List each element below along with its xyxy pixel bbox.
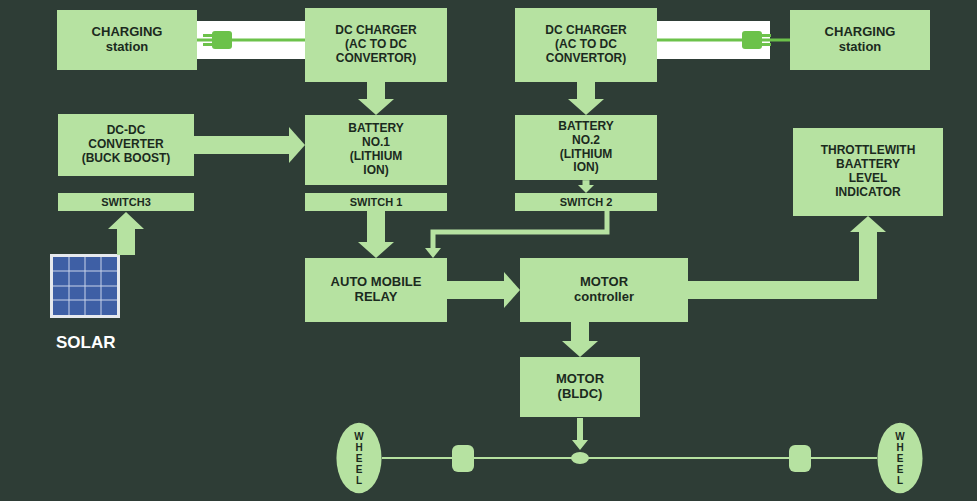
throttle-box: THROTTLEWITH BAATTERY LEVEL INDICATOR — [793, 128, 943, 216]
panel-grid — [53, 257, 117, 315]
connector-shaft — [447, 281, 505, 299]
drive-arrow — [572, 418, 588, 450]
flow-arrow — [568, 82, 604, 115]
flow-arrow — [688, 216, 886, 290]
box-label: THROTTLEWITH BAATTERY LEVEL INDICATOR — [818, 144, 918, 199]
wheel-label: WHEEL — [354, 431, 364, 486]
connector-shaft — [197, 39, 305, 42]
battery-box: BATTERY NO.1 (LITHIUM ION) — [305, 115, 447, 185]
connector-shaft — [657, 39, 790, 42]
wheel-ellipse: WHEEL — [877, 422, 923, 494]
box-label: DC CHARGER (AC TO DC CONVERTOR) — [536, 24, 636, 65]
arrow-head — [578, 185, 594, 193]
flow-arrow — [578, 180, 594, 193]
wheel-ellipse: WHEEL — [336, 422, 382, 494]
charger-box: DC CHARGER (AC TO DC CONVERTOR) — [305, 8, 447, 82]
flow-arrow — [562, 322, 598, 357]
box-label: MOTOR (BLDC) — [540, 372, 620, 402]
switch-box: SWITCH3 — [58, 193, 194, 211]
arrow-head — [562, 341, 598, 357]
box-label: DC-DC CONVERTER (BUCK BOOST) — [79, 124, 174, 165]
switch-box: SWITCH 2 — [515, 193, 657, 211]
box-label: BATTERY NO.1 (LITHIUM ION) — [336, 122, 416, 177]
wheel-label: WHEEL — [895, 431, 905, 486]
arrow-head — [568, 99, 604, 115]
arrow-head — [850, 216, 886, 232]
charger-box: DC CHARGER (AC TO DC CONVERTOR) — [515, 8, 657, 82]
arrow-head — [358, 242, 394, 258]
arrow-head — [289, 127, 305, 163]
connector-shaft — [688, 232, 868, 291]
box-label: BATTERY NO.2 (LITHIUM ION) — [546, 120, 626, 175]
part-label: SOLAR — [56, 333, 116, 353]
box-label: MOTOR controller — [559, 275, 649, 305]
connector-shaft — [367, 211, 385, 243]
flow-arrow — [194, 127, 305, 163]
connector-shaft — [583, 180, 590, 185]
connector-shaft — [194, 136, 290, 154]
flow-arrow — [447, 272, 520, 308]
flow-arrow — [358, 82, 394, 115]
arrow-head — [504, 272, 520, 308]
box-label: CHARGING station — [813, 25, 908, 55]
arrow-head — [358, 99, 394, 115]
plug-picture-ground — [197, 21, 305, 59]
connector-shaft — [367, 82, 385, 100]
connector-shaft — [571, 322, 589, 342]
flow-arrow — [358, 211, 394, 258]
charging-station-box: CHARGING station — [57, 10, 197, 70]
solar-panel — [50, 254, 120, 318]
controller-box: MOTOR controller — [520, 258, 688, 322]
wheel-shape — [336, 423, 381, 494]
plug-prong — [203, 43, 213, 46]
box-label: AUTO MOBILE RELAY — [321, 275, 431, 305]
box-label: SWITCH3 — [101, 196, 151, 209]
switch-box: SWITCH 1 — [305, 193, 447, 211]
power-cable — [197, 40, 305, 41]
converter-box: DC-DC CONVERTER (BUCK BOOST) — [58, 114, 194, 176]
axle-line — [382, 458, 877, 459]
plug-prong — [761, 43, 771, 46]
connector-shaft — [433, 211, 607, 249]
panel-frame — [50, 254, 120, 318]
box-label: SWITCH 2 — [560, 196, 613, 209]
charging-station-box: CHARGING station — [790, 10, 930, 70]
plug-prong — [761, 34, 771, 37]
relay-box: AUTO MOBILE RELAY — [305, 258, 447, 322]
box-label: SWITCH 1 — [350, 196, 403, 209]
flow-arrow — [425, 211, 607, 258]
arrow-head — [425, 248, 441, 258]
box-label: DC CHARGER (AC TO DC CONVERTOR) — [326, 24, 426, 65]
wheel-shape — [877, 423, 922, 494]
battery-box: BATTERY NO.2 (LITHIUM ION) — [515, 115, 657, 180]
motor-box: MOTOR (BLDC) — [520, 357, 640, 417]
solar-arrow — [108, 212, 144, 255]
box-label: CHARGING station — [80, 25, 175, 55]
panel-cells — [53, 257, 117, 315]
connector-shaft — [382, 457, 877, 459]
connector-shaft — [577, 82, 595, 100]
power-cable — [657, 40, 790, 41]
plug-prong — [203, 34, 213, 37]
